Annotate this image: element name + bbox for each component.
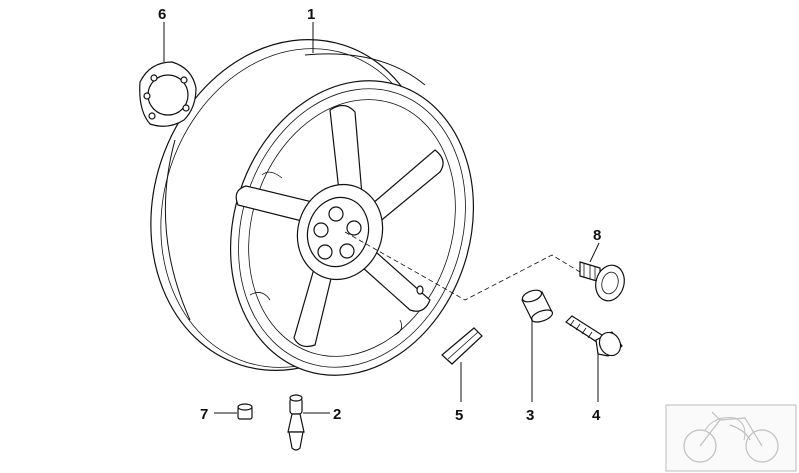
- balance-weight[interactable]: [441, 327, 483, 365]
- axis-dash-line: [344, 231, 581, 301]
- leader-lines: [163, 22, 600, 414]
- brake-disc-adapter[interactable]: [139, 61, 197, 127]
- valve-cap[interactable]: [237, 403, 253, 420]
- wheel-rim[interactable]: [109, 3, 511, 408]
- callout-3: 3: [526, 407, 534, 424]
- wheel-hub: [296, 183, 384, 281]
- callout-4: 4: [592, 407, 601, 424]
- callout-1: 1: [307, 6, 315, 23]
- callout-2: 2: [333, 406, 341, 423]
- callout-8: 8: [593, 227, 601, 244]
- callout-5: 5: [455, 407, 463, 424]
- cone-spacer[interactable]: [521, 288, 554, 325]
- hub-plug[interactable]: [579, 261, 628, 304]
- motorcycle-thumbnail-icon: [665, 404, 797, 472]
- callout-7: 7: [200, 406, 208, 423]
- callout-6: 6: [158, 6, 166, 23]
- wheel-bolt[interactable]: [565, 315, 625, 359]
- tire-valve[interactable]: [287, 394, 305, 451]
